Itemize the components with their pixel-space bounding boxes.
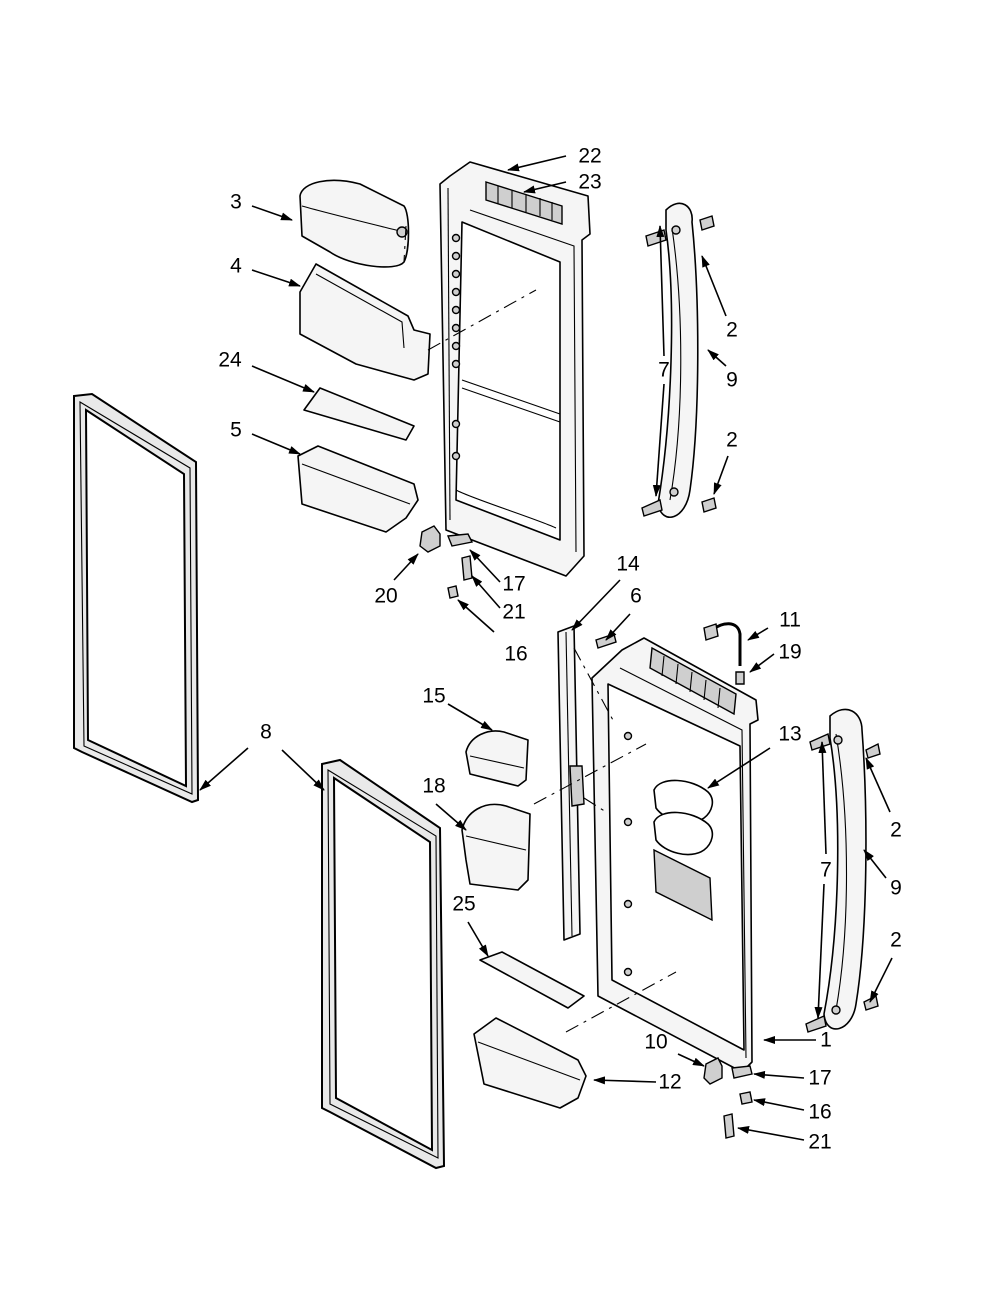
center-mullion [557,625,617,941]
callout-19: 19 [778,641,801,664]
ice-bin-small [465,730,529,787]
right-door-gasket [321,758,446,1170]
callout-21-b: 21 [808,1131,831,1154]
door-bin-lower [473,1017,587,1109]
callout-7-b: 7 [820,859,832,882]
callout-17-a: 17 [502,573,525,596]
callout-16-a: 16 [504,643,527,666]
door-shelf-upper [303,387,415,441]
callout-8: 8 [260,721,272,744]
callout-2-b: 2 [726,429,738,452]
callout-9-a: 9 [726,369,738,392]
door-shelf-lower [479,951,585,1009]
callout-24: 24 [218,349,242,372]
upper-door-liner [439,161,591,577]
water-line [703,622,745,685]
callout-23: 23 [578,171,601,194]
callout-17-b: 17 [808,1067,831,1090]
upper-door-handle [657,202,699,518]
door-bin-upper [297,445,419,533]
callout-9-b: 9 [890,877,902,900]
callout-13: 13 [778,723,801,746]
dairy-door-cover [299,179,410,268]
left-door-gasket [73,392,200,804]
lower-door-handle [823,708,867,1030]
callout-16-b: 16 [808,1101,831,1124]
callout-labels: 22 23 3 4 24 5 2 7 9 2 20 17 21 16 14 6 … [218,145,902,1154]
callout-22: 22 [578,145,601,168]
callout-4: 4 [230,255,242,278]
callout-5: 5 [230,419,242,442]
callout-11: 11 [779,609,801,632]
lower-door-liner [591,637,759,1073]
callout-2-d: 2 [890,929,902,952]
callout-14: 14 [616,553,640,576]
ice-bin-large [461,803,531,891]
callout-21-a: 21 [502,601,525,624]
callout-leaders [199,155,893,1141]
callout-7-a: 7 [658,359,670,382]
alignment-lines [403,225,677,1033]
callout-18: 18 [422,775,445,798]
callout-25: 25 [452,893,475,916]
hinge-parts-lower [703,1057,753,1139]
dairy-door-bin [299,263,431,381]
callout-6: 6 [630,585,642,608]
callout-20: 20 [374,585,397,608]
callout-15: 15 [422,685,445,708]
callout-12: 12 [658,1071,681,1094]
callout-10: 10 [644,1031,667,1054]
hinge-parts-upper [419,525,474,599]
callout-3: 3 [230,191,242,214]
callout-1: 1 [820,1029,832,1052]
callout-2-a: 2 [726,319,738,342]
callout-2-c: 2 [890,819,902,842]
